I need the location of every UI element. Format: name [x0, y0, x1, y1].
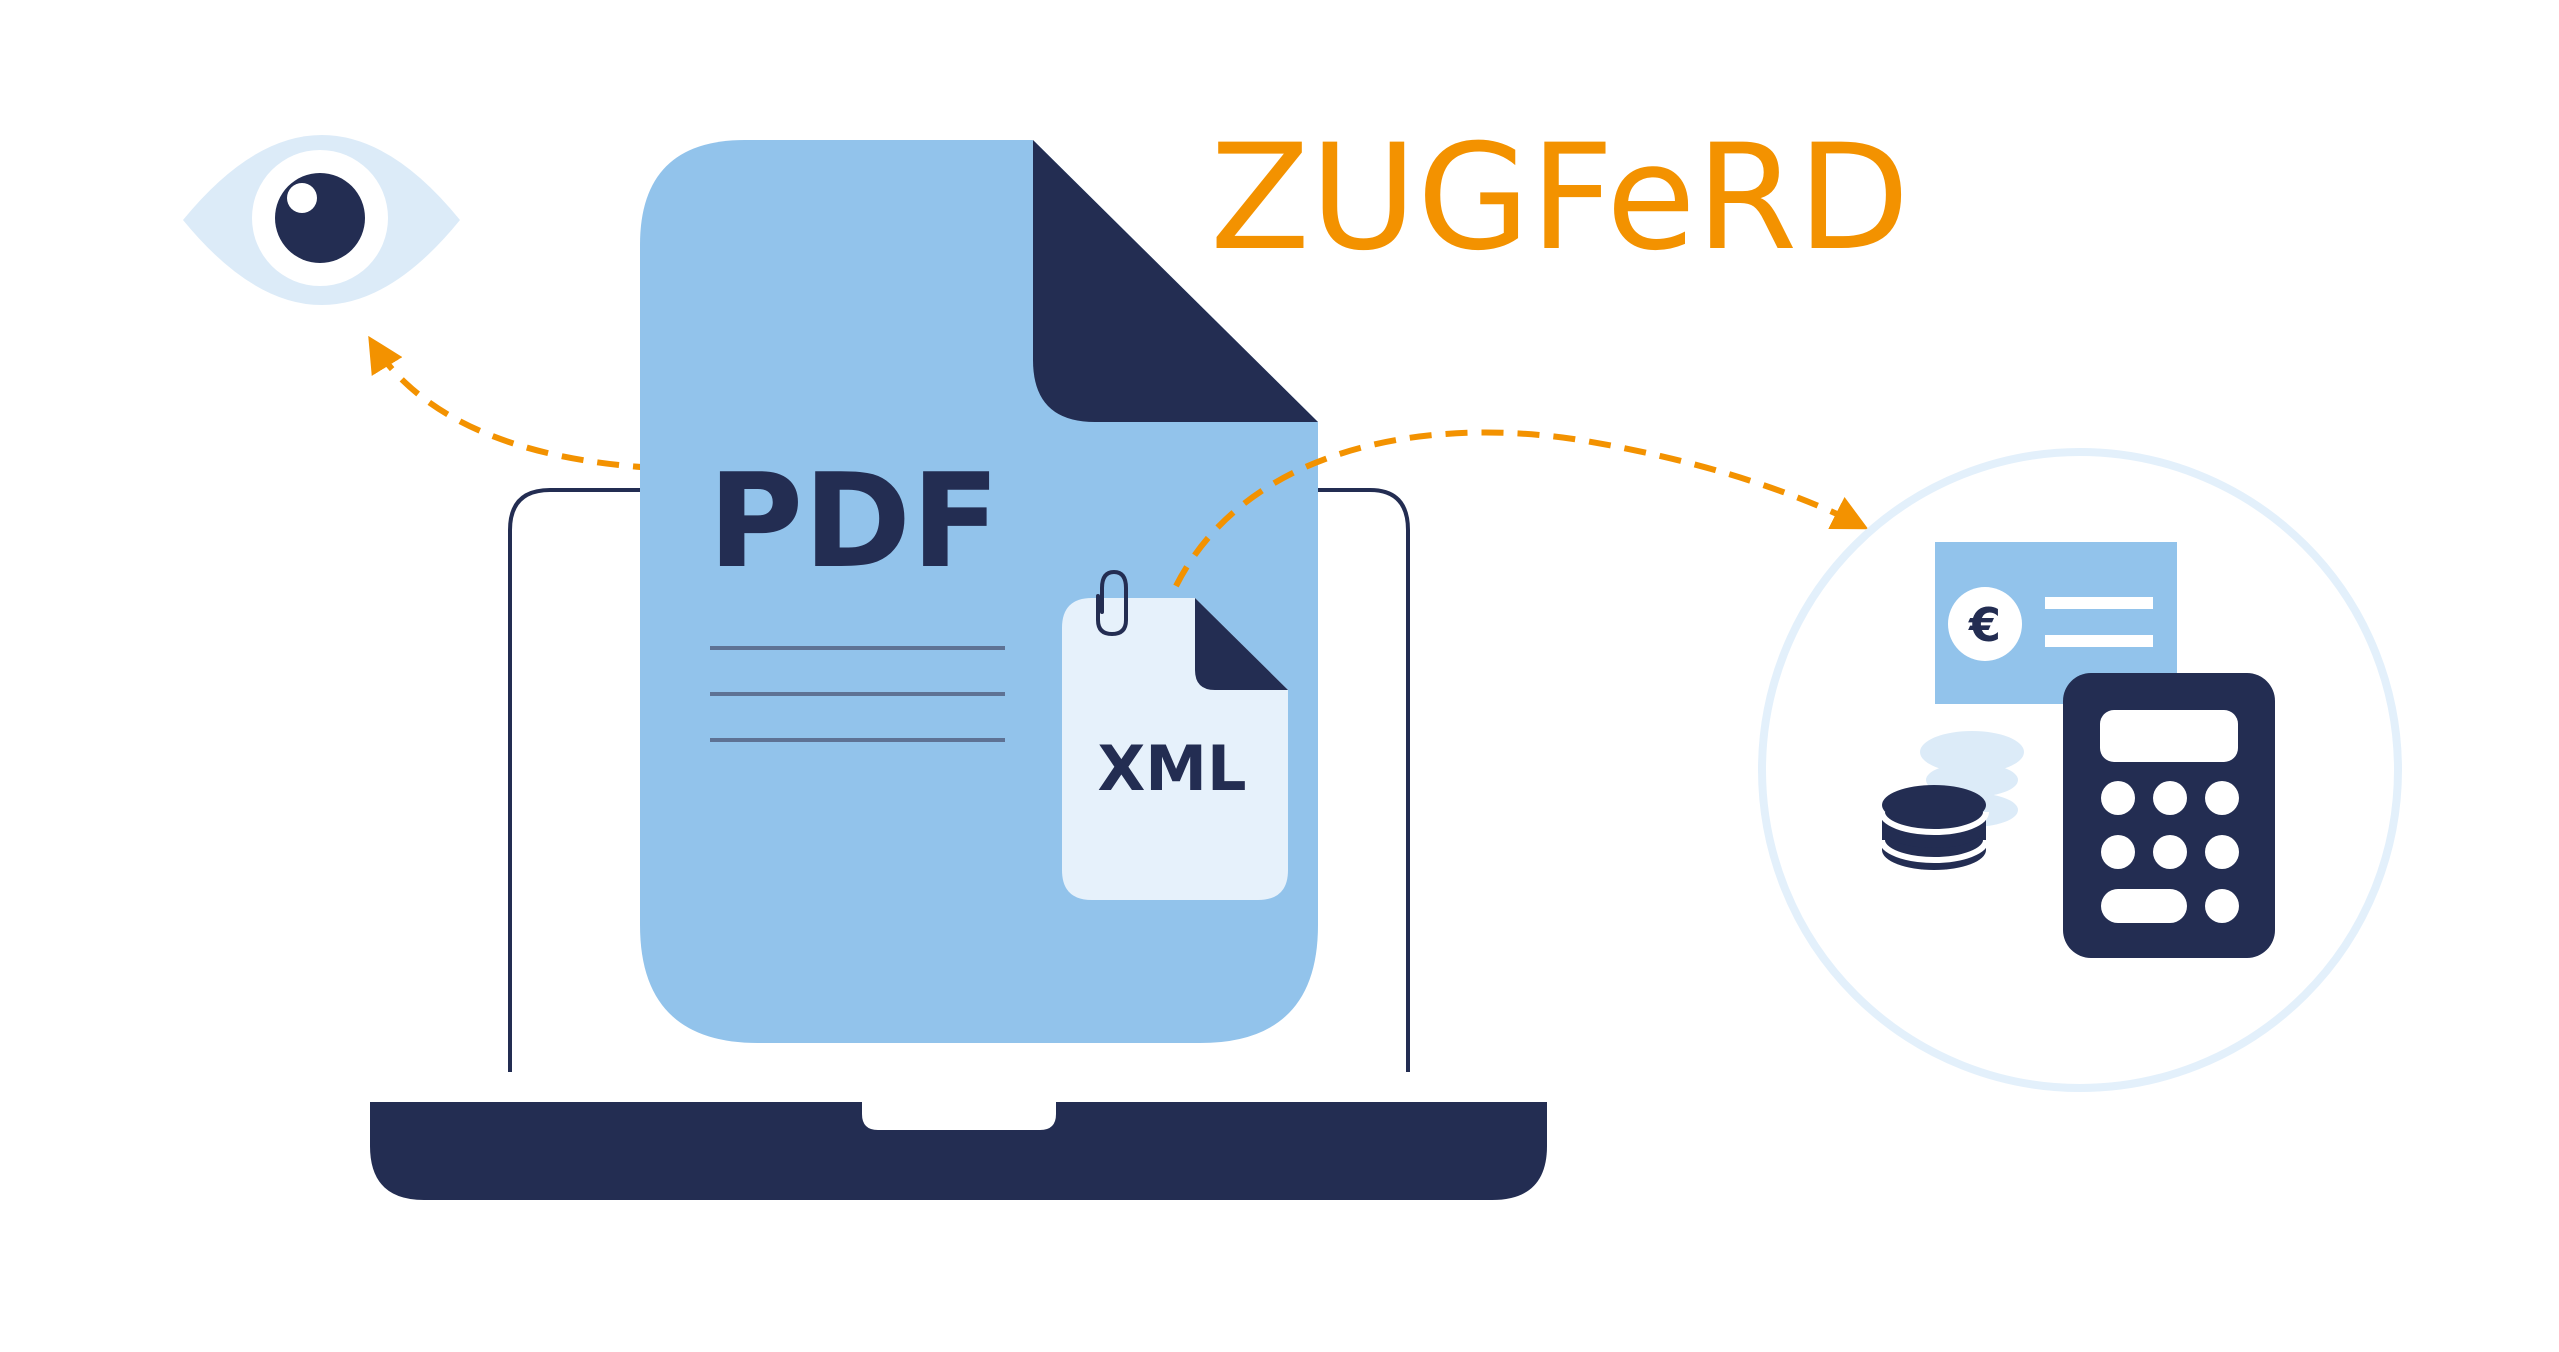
process-arrow	[1173, 429, 1869, 588]
eye-icon	[183, 135, 460, 305]
calculator-icon	[2063, 673, 2275, 958]
xml-file-icon	[1062, 598, 1288, 900]
xml-label: XML	[1097, 732, 1246, 805]
zugferd-title: ZUGFeRD	[1210, 113, 1910, 283]
coins-icon	[1879, 731, 2024, 870]
pdf-label: PDF	[708, 445, 1000, 597]
invoice-card-icon	[1935, 542, 2177, 704]
euro-symbol: €	[1968, 598, 2001, 652]
paperclip-icon	[1096, 569, 1128, 637]
accounting-circle	[1758, 448, 2402, 1092]
view-arrow	[368, 335, 656, 471]
